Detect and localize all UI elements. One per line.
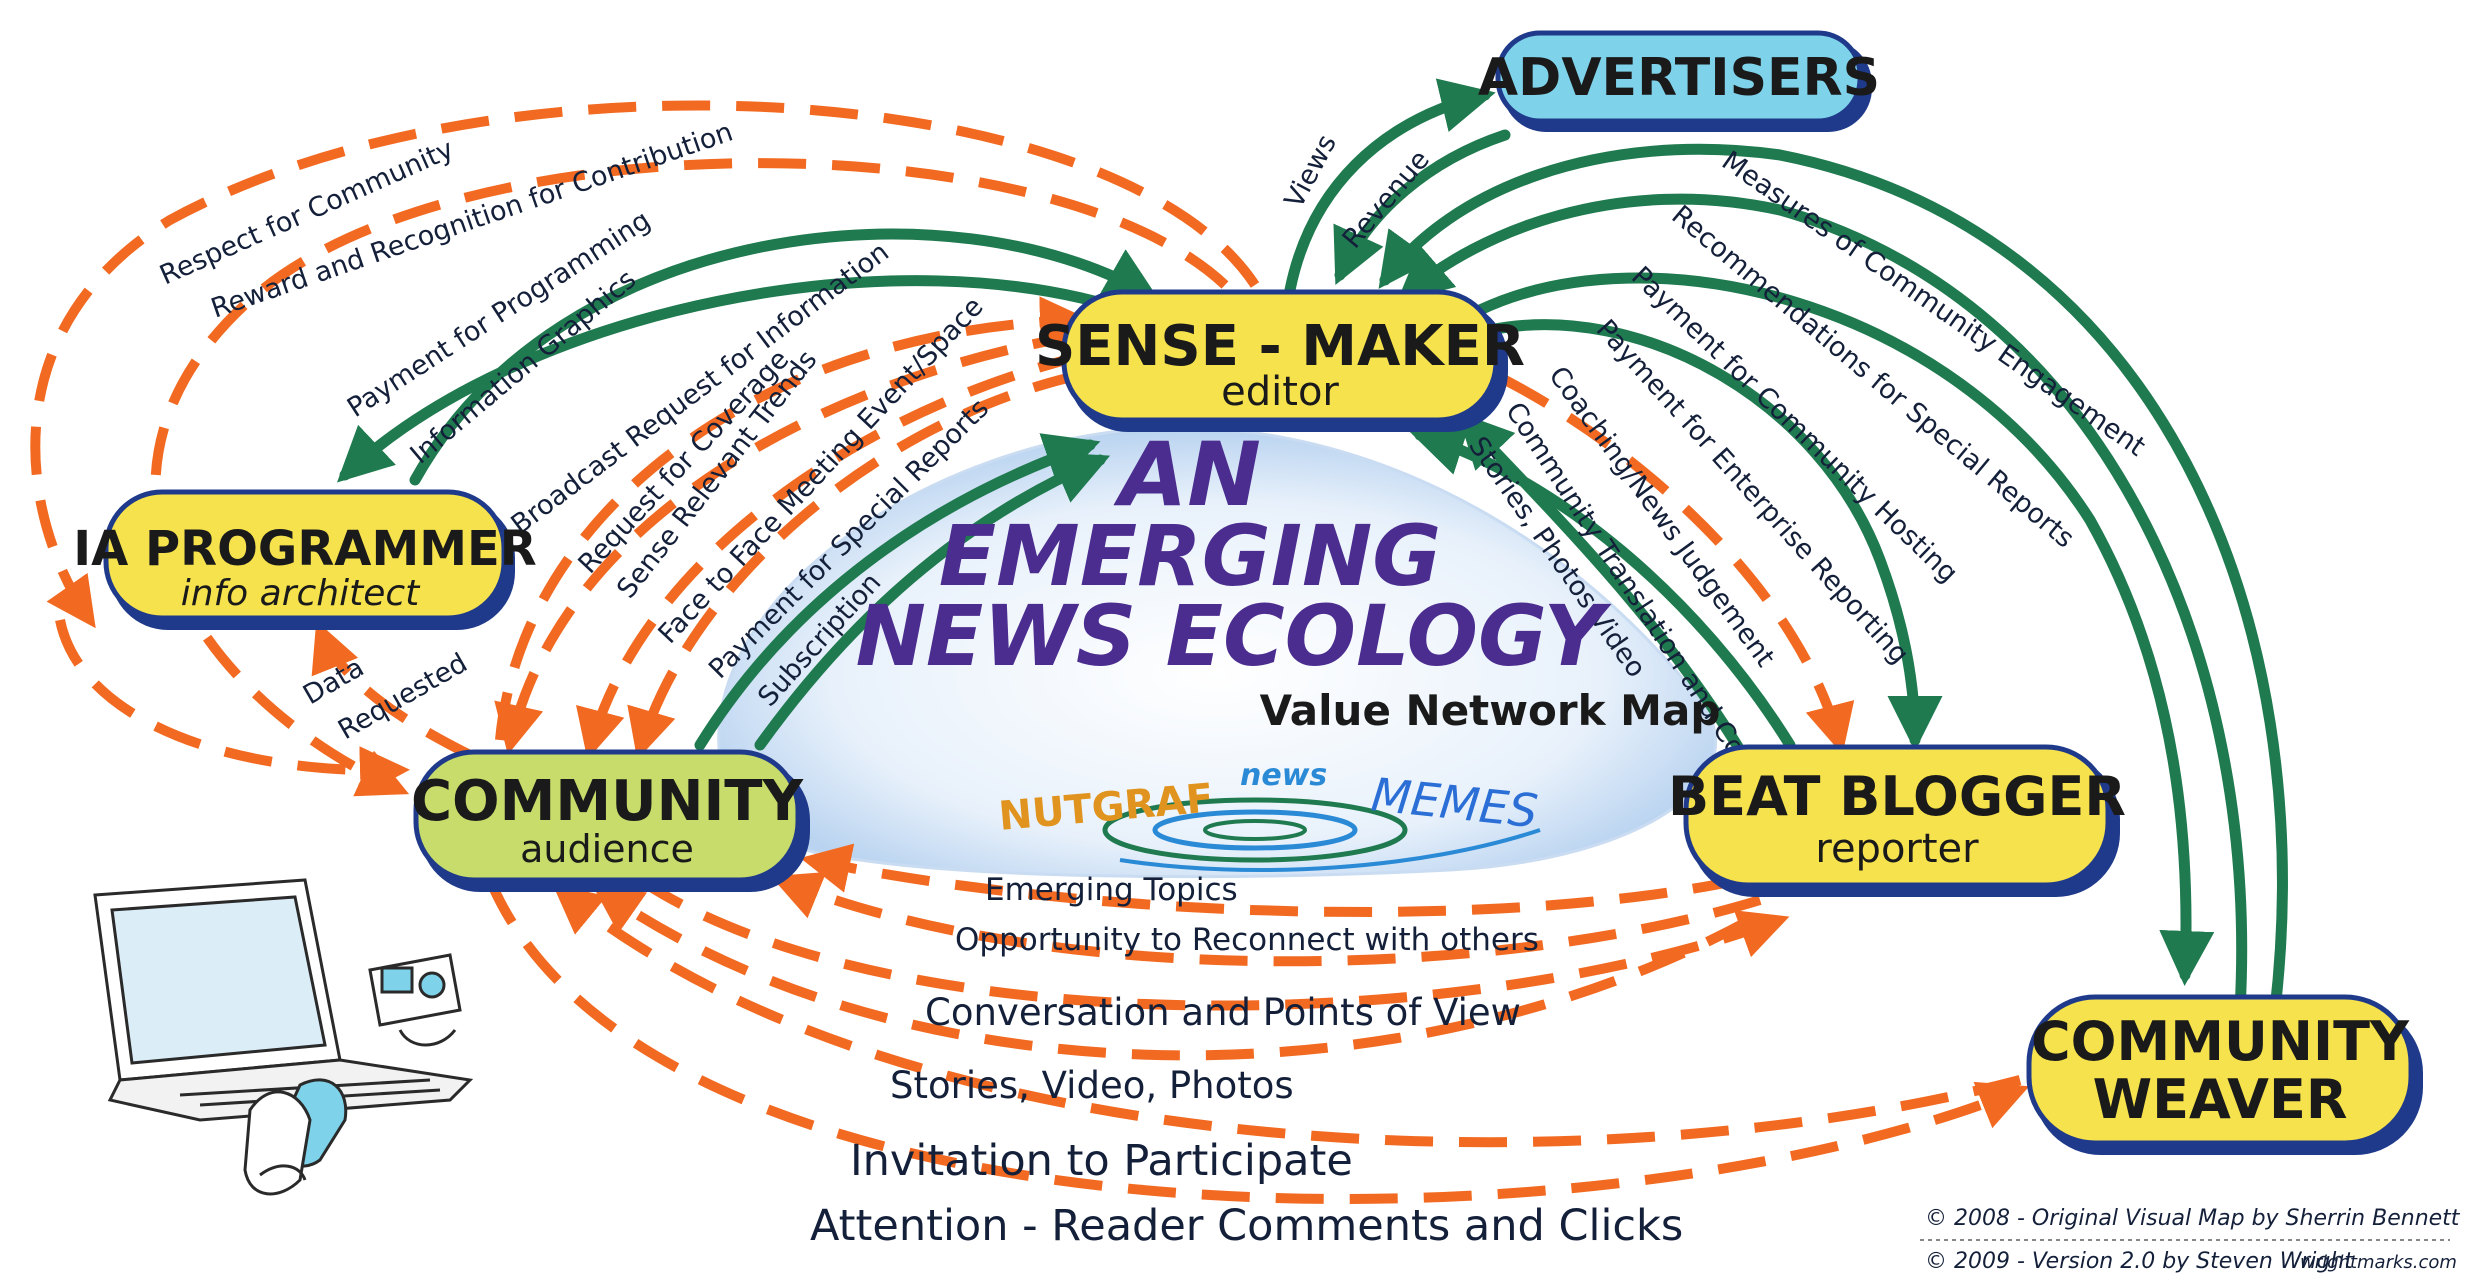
arrow-data-requested xyxy=(311,620,473,760)
arrow-conversation xyxy=(637,875,1790,1011)
arrow-face-to-face xyxy=(627,370,1082,760)
title-subtitle: Value Network Map xyxy=(1260,686,1721,735)
ia-programmer-subtitle: info architect xyxy=(181,573,421,614)
label-emerging-topics: Emerging Topics xyxy=(985,872,1238,908)
title-line3: NEWS ECOLOGY xyxy=(856,587,1612,685)
logo-news: news xyxy=(1240,758,1327,793)
arrow-coaching xyxy=(1502,375,1855,755)
arrow-subscription xyxy=(694,433,1101,751)
ia-programmer-title: IA PROGRAMMER xyxy=(73,521,536,577)
arrow-measures xyxy=(1378,143,2288,1016)
nutgraf-logo: NUTGRAF news MEMES xyxy=(997,758,1541,872)
arrow-attention xyxy=(485,878,2030,1204)
community-weaver-title2: WEAVER xyxy=(2093,1068,2348,1131)
arrow-payment-enterprise xyxy=(1484,319,1943,751)
title-line1: AN xyxy=(1113,423,1261,526)
community-weaver-title: COMMUNITY xyxy=(2031,1010,2410,1073)
label-reconnect: Opportunity to Reconnect with others xyxy=(955,922,1539,958)
arrow-payment-hosting xyxy=(1474,272,2215,986)
advertisers-title: ADVERTISERS xyxy=(1478,48,1880,108)
label-attention: Attention - Reader Comments and Clicks xyxy=(810,1201,1683,1251)
arrow-request-coverage xyxy=(494,330,1081,755)
sense-maker-title: SENSE - MAKER xyxy=(1035,314,1525,379)
arrow-data-back xyxy=(55,619,410,797)
node-community[interactable]: COMMUNITY audience xyxy=(411,749,810,892)
credit-line1: © 2008 - Original Visual Map by Sherrin … xyxy=(1925,1206,2461,1231)
label-invitation: Invitation to Participate xyxy=(850,1136,1353,1186)
arrow-emerging-topics xyxy=(800,843,1742,917)
beat-blogger-title: BEAT BLOGGER xyxy=(1668,765,2126,828)
arrow-invitation xyxy=(552,883,2022,1148)
arrow-recommendations xyxy=(1396,193,2248,1016)
sense-maker-subtitle: editor xyxy=(1221,369,1339,415)
node-sense-maker[interactable]: SENSE - MAKER editor xyxy=(1035,289,1525,432)
camera-icon xyxy=(368,953,462,1047)
arrow-translation xyxy=(1457,412,1746,756)
arrow-reconnect xyxy=(770,871,1762,967)
label-conversation: Conversation and Points of View xyxy=(925,991,1521,1034)
node-advertisers[interactable]: ADVERTISERS xyxy=(1478,30,1880,132)
node-ia-programmer[interactable]: IA PROGRAMMER info architect xyxy=(73,489,537,630)
arrow-views xyxy=(1284,78,1496,296)
beat-blogger-subtitle: reporter xyxy=(1815,826,1979,872)
label-stories-video: Stories, Video, Photos xyxy=(890,1064,1294,1107)
arrow-revenue xyxy=(1333,129,1511,285)
title-line2: EMERGING xyxy=(939,507,1441,605)
credit-line2: © 2009 - Version 2.0 by Steven Wright xyxy=(1925,1249,2354,1274)
arrow-broadcast xyxy=(495,296,1090,741)
community-title: COMMUNITY xyxy=(411,769,805,834)
arrow-reward xyxy=(150,158,1229,797)
arrow-stories-video xyxy=(591,884,1753,1061)
node-community-weaver[interactable]: COMMUNITY WEAVER xyxy=(2026,994,2423,1155)
phone-icon xyxy=(243,1078,348,1196)
arrow-sense-trends xyxy=(576,350,1087,760)
node-beat-blogger[interactable]: BEAT BLOGGER reporter xyxy=(1668,744,2126,897)
arrow-payment-special xyxy=(754,452,1111,751)
laptop-icon xyxy=(93,878,474,1122)
credit-site: wrightmarks.com xyxy=(2300,1252,2457,1273)
community-subtitle: audience xyxy=(520,827,694,871)
arrow-info-graphics xyxy=(336,275,1146,483)
arrow-respect xyxy=(30,100,1260,629)
label-views: Views xyxy=(1279,130,1343,214)
